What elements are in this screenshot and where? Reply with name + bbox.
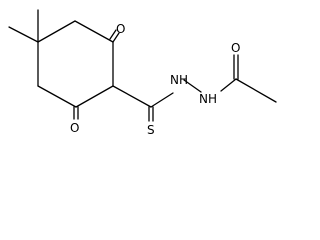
bond-methyl-left [8, 26, 39, 43]
ring-bonds [37, 20, 114, 108]
bond-nh1-nh2 [183, 79, 202, 93]
carbonyl-bottom [73, 106, 79, 120]
atom-label-nh-2: NH [199, 92, 217, 106]
bond-c6-o-a [112, 32, 120, 43]
bond-nh2-cacyl [220, 78, 237, 92]
bond-cacyl-ch3 [235, 78, 277, 103]
bond-c4-c5 [37, 20, 76, 43]
atom-label-o-top: O [116, 22, 125, 36]
hydrazide-bonds [183, 54, 277, 103]
bond-c5-c6 [74, 20, 114, 43]
bond-c1-cs [112, 85, 152, 108]
bond-c2-c3 [37, 85, 77, 108]
atom-label-s-thione: S [147, 123, 155, 137]
atom-label-o-acetyl: O [231, 41, 240, 55]
atom-label-o-bottom: O [70, 121, 79, 135]
chemical-structure: O O O S NH NH [8, 9, 277, 137]
bond-cs-nh1 [150, 92, 174, 108]
carbonyl-top [109, 29, 120, 43]
atom-label-nh-1: NH [170, 73, 188, 87]
thioamide-bonds [112, 85, 174, 122]
bond-c1-c2 [75, 85, 114, 108]
bond-c6-o-b [109, 29, 117, 40]
methyl-bonds [8, 9, 39, 43]
